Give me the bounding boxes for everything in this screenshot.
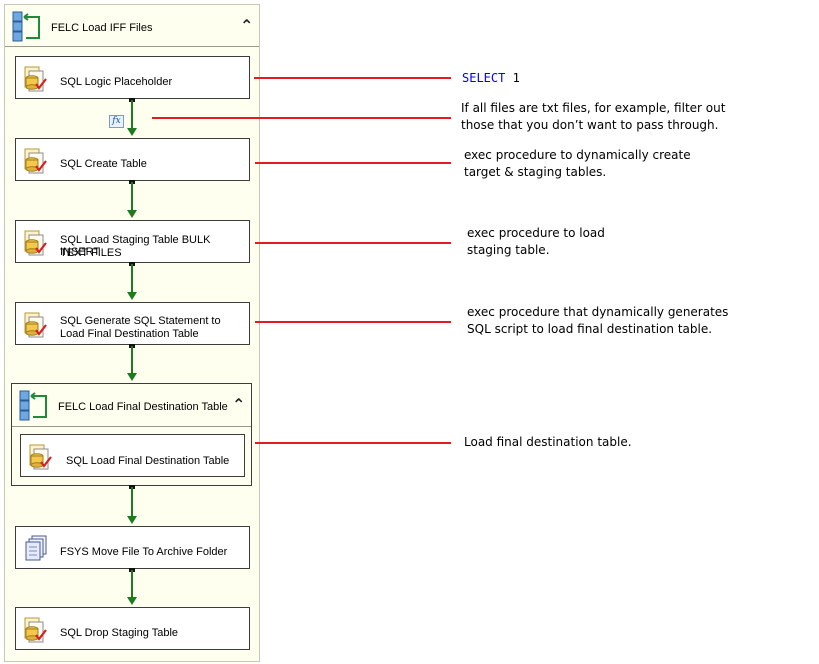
precedence-connector	[127, 98, 137, 136]
annotation-line-text: exec procedure to dynamically create	[464, 148, 691, 162]
inner-container-header[interactable]: FELC Load Final Destination Table ⌃	[12, 384, 251, 427]
task-label-line2: Load Final Destination Table	[60, 328, 199, 340]
container-header[interactable]: FELC Load IFF Files ⌃	[5, 5, 259, 47]
annotation-line-text: SQL script to load final destination tab…	[467, 322, 713, 336]
annotation-line-generate	[255, 321, 451, 323]
annotation-line-create	[255, 162, 451, 164]
annotation-line-select	[254, 77, 451, 79]
annotation-select-1: SELECT 1	[462, 70, 520, 87]
precedence-expression-fx-icon[interactable]: fx	[109, 115, 124, 128]
annotation-line-text: exec procedure to load	[467, 226, 605, 240]
precedence-connector	[127, 568, 137, 605]
task-label-line2: TEXT FILES	[60, 247, 122, 259]
annotation-line-text: If all files are txt files, for example,…	[461, 101, 726, 115]
sql-keyword: SELECT	[462, 71, 506, 85]
task-sql-logic-placeholder[interactable]: SQL Logic Placeholder	[15, 56, 250, 99]
annotation-line-final	[255, 442, 451, 444]
precedence-connector	[127, 180, 137, 218]
precedence-constraints	[127, 98, 137, 605]
annotation-filter: If all files are txt files, for example,…	[461, 100, 725, 134]
annotation-line-load-staging	[255, 242, 451, 244]
foreach-loop-container-felc-load-final-destination-table[interactable]: FELC Load Final Destination Table ⌃ SQL …	[11, 383, 252, 486]
sql-value: 1	[512, 71, 520, 85]
task-label: SQL Load Final Destination Table	[66, 455, 230, 467]
task-sql-load-staging-table[interactable]: SQL Load Staging Table BULK INSERT TEXT …	[15, 220, 250, 263]
precedence-connector	[127, 262, 137, 300]
task-sql-generate-sql-statement[interactable]: SQL Generate SQL Statement to Load Final…	[15, 302, 250, 345]
annotation-final: Load final destination table.	[464, 434, 632, 451]
task-label: SQL Drop Staging Table	[60, 627, 179, 639]
precedence-connector	[127, 344, 137, 381]
annotation-line-text: Load final destination table.	[464, 435, 632, 449]
annotation-load-staging: exec procedure to load staging table.	[467, 225, 605, 259]
task-sql-drop-staging-table[interactable]: SQL Drop Staging Table	[15, 607, 250, 650]
annotation-line-text: staging table.	[467, 243, 550, 257]
precedence-connector	[127, 485, 137, 524]
task-sql-create-table[interactable]: SQL Create Table	[15, 138, 250, 181]
annotation-line-text: exec procedure that dynamically generate…	[467, 305, 729, 319]
container-title: FELC Load IFF Files	[51, 22, 153, 34]
task-fsys-move-file-to-archive[interactable]: FSYS Move File To Archive Folder	[15, 526, 250, 569]
annotation-generate: exec procedure that dynamically generate…	[467, 304, 728, 338]
task-label: SQL Logic Placeholder	[60, 76, 173, 88]
task-label: FSYS Move File To Archive Folder	[60, 546, 228, 558]
annotation-line-text: those that you don’t want to pass throug…	[461, 118, 719, 132]
collapse-chevron-icon[interactable]: ⌃	[240, 16, 254, 35]
annotation-create: exec procedure to dynamically create tar…	[464, 147, 691, 181]
task-sql-load-final-destination-table[interactable]: SQL Load Final Destination Table	[20, 434, 245, 477]
task-label: SQL Create Table	[60, 158, 147, 170]
task-label-line1: SQL Generate SQL Statement to	[60, 315, 221, 327]
collapse-chevron-icon[interactable]: ⌃	[232, 395, 246, 414]
inner-container-title: FELC Load Final Destination Table	[58, 401, 228, 413]
annotation-line-filter	[152, 117, 451, 119]
annotation-line-text: target & staging tables.	[464, 165, 607, 179]
task-label-line1: SQL Load Staging Table BULK INSERT	[60, 234, 211, 258]
